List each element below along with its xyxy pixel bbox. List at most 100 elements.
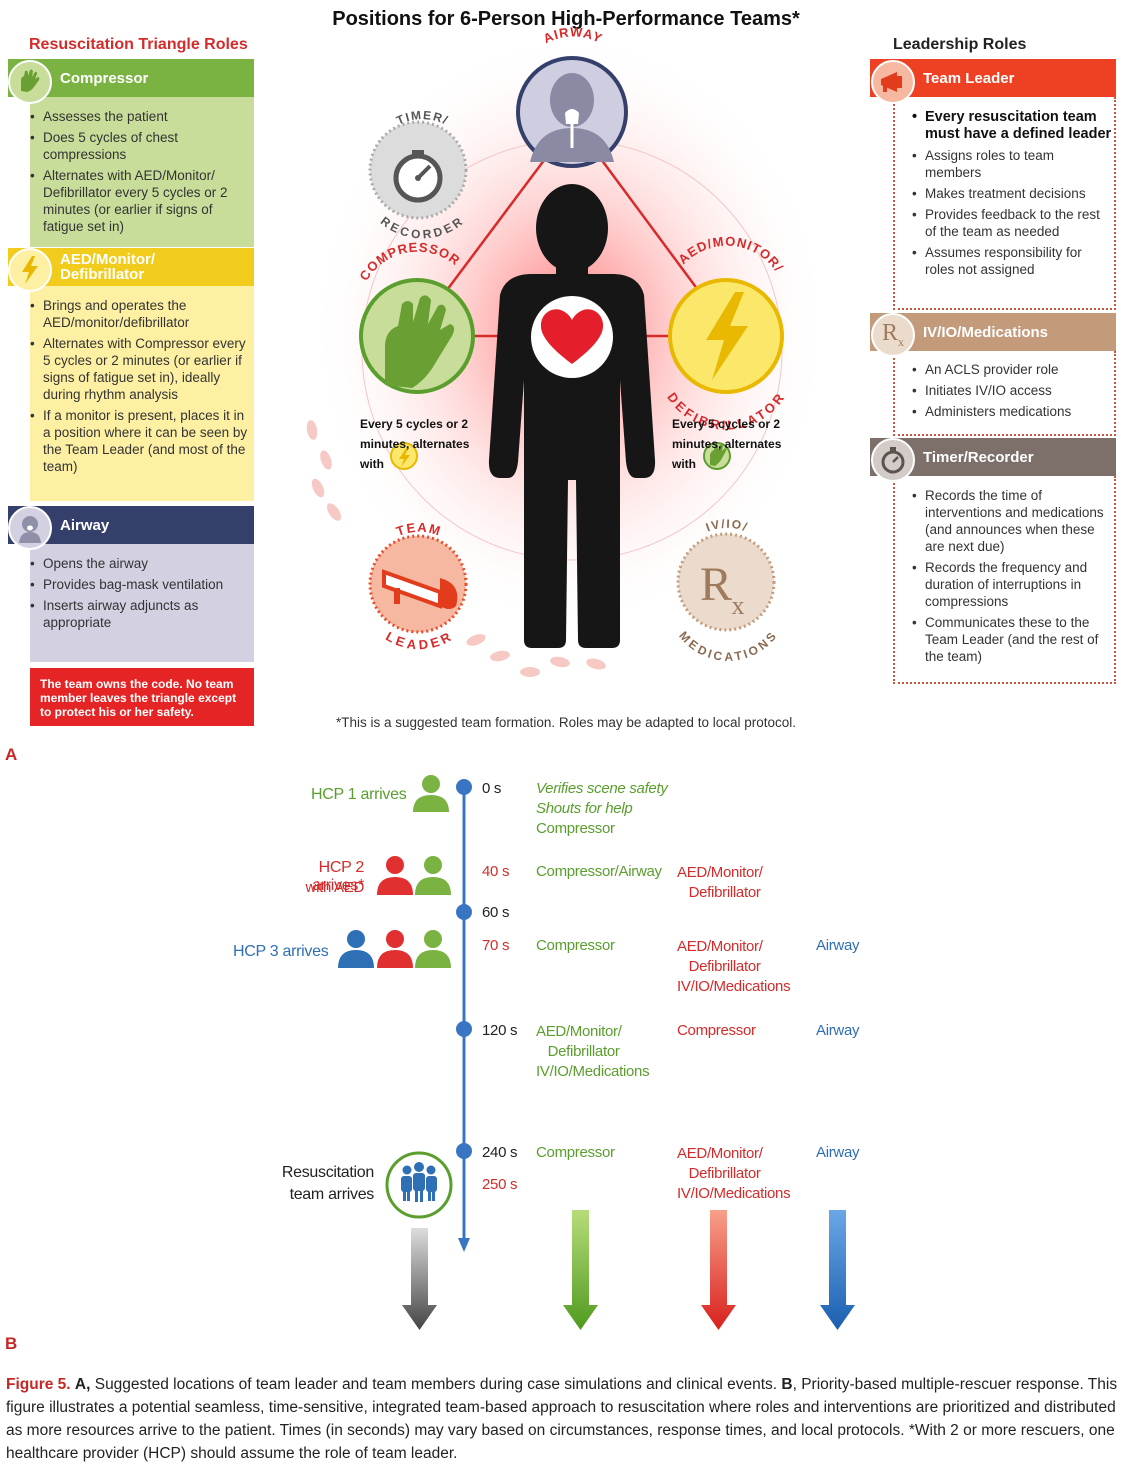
footprints-icon [306, 420, 606, 677]
marker-120s [456, 1021, 472, 1037]
aed-title: AED/Monitor/ Defibrillator [60, 251, 155, 283]
list-item: Assumes responsibility for roles not ass… [912, 244, 1112, 278]
compressor-title: Compressor [60, 69, 149, 87]
time-250s: 250 s [482, 1176, 518, 1193]
bottom-arrows [402, 1210, 855, 1330]
triangle-roles-heading: Resuscitation Triangle Roles [29, 36, 248, 53]
team-people-glyph [401, 1162, 437, 1202]
airway-person-icon [530, 73, 614, 162]
compressor-list: Assesses the patient Does 5 cycles of ch… [30, 108, 254, 239]
alternates-left-text: Every 5 cycles or 2 minutes, alternates … [360, 417, 470, 471]
timer-list: Records the time of interventions and me… [912, 487, 1112, 669]
role-scene-safety: Verifies scene safety [536, 780, 668, 797]
patient-silhouette [488, 184, 656, 648]
arrow-red [701, 1210, 736, 1330]
heart-icon [540, 309, 604, 364]
alternate-hands-icon [710, 444, 727, 466]
team-leader-title: Team Leader [923, 69, 1015, 87]
lightning-icon [8, 248, 52, 292]
list-item: Makes treatment decisions [912, 185, 1112, 202]
hcp3-blue-person-icon [338, 930, 374, 968]
megaphone-icon [871, 60, 915, 104]
airway-list: Opens the airway Provides bag-mask venti… [30, 555, 254, 635]
list-item: Initiates IV/IO access [912, 382, 1112, 399]
panel-b-label: B [5, 1334, 18, 1353]
role-shouts-help: Shouts for help [536, 800, 633, 817]
time-120s: 120 s [482, 1022, 518, 1039]
alternates-right-text: Every 5 cycles or 2 minutes, alternates … [672, 417, 782, 471]
hcp3-label: HCP 3 arrives [233, 943, 329, 960]
time-0s: 0 s [482, 780, 502, 797]
list-item: If a monitor is present, places it in a … [30, 407, 254, 475]
caption-b-label: B [781, 1376, 793, 1393]
list-item: Assigns roles to team members [912, 147, 1112, 181]
stopwatch-icon [871, 438, 915, 482]
list-item: Records the time of interventions and me… [912, 487, 1112, 555]
role-40s-col1: Compressor/Airway [536, 863, 662, 880]
marker-0s [456, 779, 472, 795]
rx-large-icon: R [700, 558, 732, 611]
list-item: Communicates these to the Team Leader (a… [912, 614, 1112, 665]
arrow-green [563, 1210, 598, 1330]
timeline-diagram [338, 775, 855, 1330]
hcp2-green-person-icon [415, 856, 451, 895]
list-item: Alternates with AED/Monitor/ Defibrillat… [30, 167, 254, 235]
timeline-markers [456, 779, 472, 1159]
arrow-gray [402, 1228, 437, 1330]
hcp3-green-person-icon [415, 930, 451, 968]
list-item: Provides feedback to the rest of the tea… [912, 206, 1112, 240]
owns-code-banner: The team owns the code. No team member l… [30, 668, 254, 726]
role-240s-col3: Airway [816, 1144, 860, 1161]
leadership-roles-heading: Leadership Roles [893, 36, 1027, 53]
list-item: An ACLS provider role [912, 361, 1112, 378]
timer-label-top: TIMER/ [394, 108, 451, 128]
meds-title: IV/IO/Medications [923, 323, 1049, 341]
list-item: Assesses the patient [30, 108, 254, 125]
team-leader-panel [893, 97, 1116, 310]
time-70s: 70 s [482, 937, 510, 954]
list-item: Alternates with Compressor every 5 cycle… [30, 335, 254, 403]
caption-figure-number: Figure 5. [6, 1376, 71, 1393]
list-item: Brings and operates the AED/monitor/defi… [30, 297, 254, 331]
meds-list: An ACLS provider role Initiates IV/IO ac… [912, 361, 1112, 424]
meds-label-top-path: IV/IO/ [704, 517, 749, 535]
list-item: Provides bag-mask ventilation [30, 576, 254, 593]
airway-label-path: AIRWAY [541, 24, 604, 46]
list-item: Does 5 cycles of chest compressions [30, 129, 254, 163]
megaphone-large-icon [382, 569, 458, 609]
rx-icon: Rx [871, 313, 915, 357]
list-item: Administers medications [912, 403, 1112, 420]
alternate-aed-bolt-icon [399, 447, 410, 467]
figure-caption: Figure 5. A, Suggested locations of team… [6, 1373, 1126, 1465]
meds-label-top: IV/IO/ [704, 517, 750, 535]
airway-title: Airway [60, 516, 110, 534]
marker-240s [456, 1143, 472, 1159]
arrow-blue [820, 1210, 855, 1330]
hcp2-sublabel: with AED [305, 879, 365, 896]
role-40s-col2: AED/Monitor/ Defibrillator [677, 864, 763, 901]
timer-label-top-path: TIMER/ [394, 108, 449, 128]
leader-label-bottom-path: LEADER [383, 629, 453, 653]
list-item: Every resuscitation team must have a def… [912, 109, 1112, 143]
role-70s-col3: Airway [816, 937, 860, 954]
hcp2-red-person-icon [377, 856, 413, 895]
caption-a-label: A, [74, 1376, 91, 1393]
time-40s: 40 s [482, 863, 510, 880]
time-60s: 60 s [482, 904, 510, 921]
hcp1-person-icon [413, 775, 449, 812]
time-240s: 240 s [482, 1144, 518, 1161]
rx-large-sub: x [732, 591, 745, 620]
timeline-arrowhead [458, 1238, 470, 1252]
team-leader-list: Every resuscitation team must have a def… [912, 109, 1112, 282]
timer-title: Timer/Recorder [923, 448, 1034, 466]
team-label-line2: team arrives [289, 1186, 375, 1203]
meds-panel [893, 351, 1116, 436]
caption-a-text: Suggested locations of team leader and t… [90, 1376, 782, 1393]
role-0s-compressor: Compressor [536, 820, 615, 837]
list-item: Opens the airway [30, 555, 254, 572]
role-120s-col2: Compressor [677, 1022, 756, 1039]
airway-mask-icon [8, 506, 52, 550]
hands-icon [8, 60, 52, 104]
formation-note: *This is a suggested team formation. Rol… [336, 715, 796, 730]
aed-list: Brings and operates the AED/monitor/defi… [30, 297, 254, 479]
